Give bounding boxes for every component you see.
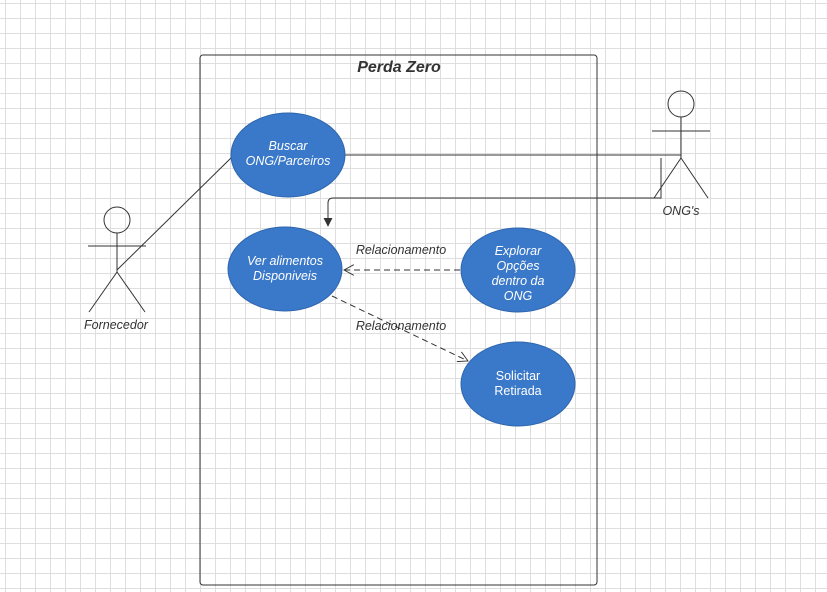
system-title: Perda Zero [357,59,441,76]
use-case-explorar[interactable]: Explorar Opções dentro da ONG [460,227,576,313]
actor-ongs-label: ONG's [662,204,699,218]
use-case-ver-alimentos[interactable]: Ver alimentos Disponiveis [227,226,343,312]
actor-ongs-right-leg [680,157,709,199]
actor-fornecedor-label: Fornecedor [84,318,149,332]
use-case-buscar-ellipse[interactable] [230,112,346,198]
use-case-buscar[interactable]: Buscar ONG/Parceiros [230,112,346,198]
system-boundary[interactable] [199,54,598,586]
use-case-solicitar-line-1: Solicitar [496,369,540,383]
actor-ongs[interactable]: ONG's [652,90,710,218]
use-case-ver-alimentos-ellipse[interactable] [227,226,343,312]
relation-label-explorar-ver: Relacionamento [356,243,446,257]
actor-ongs-left-leg [653,157,682,199]
use-case-ver-alimentos-line-2: Disponiveis [253,269,317,283]
use-case-buscar-line-1: Buscar [269,139,309,153]
use-case-explorar-ellipse[interactable] [460,227,576,313]
association-ongs-ver-alimentos[interactable] [323,158,662,227]
actor-fornecedor-left-leg [88,271,118,313]
actor-fornecedor-head [103,206,131,234]
use-case-solicitar[interactable]: Solicitar Retirada [460,341,576,427]
use-case-explorar-line-1: Explorar [495,244,542,258]
actor-fornecedor-right-leg [116,271,146,313]
use-case-explorar-line-3: dentro da [492,274,545,288]
use-case-buscar-line-2: ONG/Parceiros [246,154,331,168]
actor-fornecedor[interactable]: Fornecedor [84,206,149,332]
actor-ongs-head [667,90,695,118]
use-case-ver-alimentos-line-1: Ver alimentos [247,254,323,268]
association-fornecedor-buscar[interactable] [116,155,234,271]
dependency-ver-solicitar[interactable] [331,295,468,361]
use-case-explorar-line-2: Opções [496,259,539,273]
relation-label-ver-solicitar: Relacionamento [356,319,446,333]
use-case-explorar-line-4: ONG [504,289,533,303]
use-case-solicitar-line-2: Retirada [494,384,541,398]
use-case-solicitar-ellipse[interactable] [460,341,576,427]
